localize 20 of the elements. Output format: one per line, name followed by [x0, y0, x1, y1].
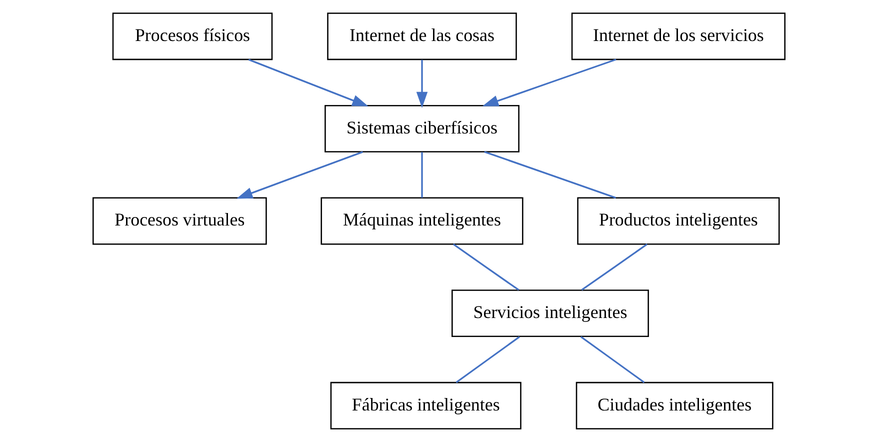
node-box: Servicios inteligentes [451, 290, 648, 338]
node-box: Internet de las cosas [326, 12, 516, 60]
arrow [482, 58, 616, 106]
node-box: Procesos virtuales [92, 197, 266, 245]
connector [580, 244, 648, 291]
node-box: Fábricas inteligentes [330, 382, 521, 430]
node-box: Sistemas ciberfísicos [324, 104, 519, 152]
connector [452, 244, 519, 291]
node-box: Máquinas inteligentes [320, 197, 523, 245]
connector [420, 152, 422, 198]
arrow [248, 58, 368, 106]
connector [455, 336, 520, 384]
connector [580, 336, 644, 384]
arrow [236, 151, 363, 199]
connector [484, 151, 616, 199]
node-box: Productos inteligentes [576, 197, 780, 245]
node-box: Internet de los servicios [570, 12, 785, 60]
node-box: Ciudades inteligentes [575, 382, 773, 430]
arrow [416, 60, 428, 108]
node-box: Procesos físicos [112, 12, 272, 60]
